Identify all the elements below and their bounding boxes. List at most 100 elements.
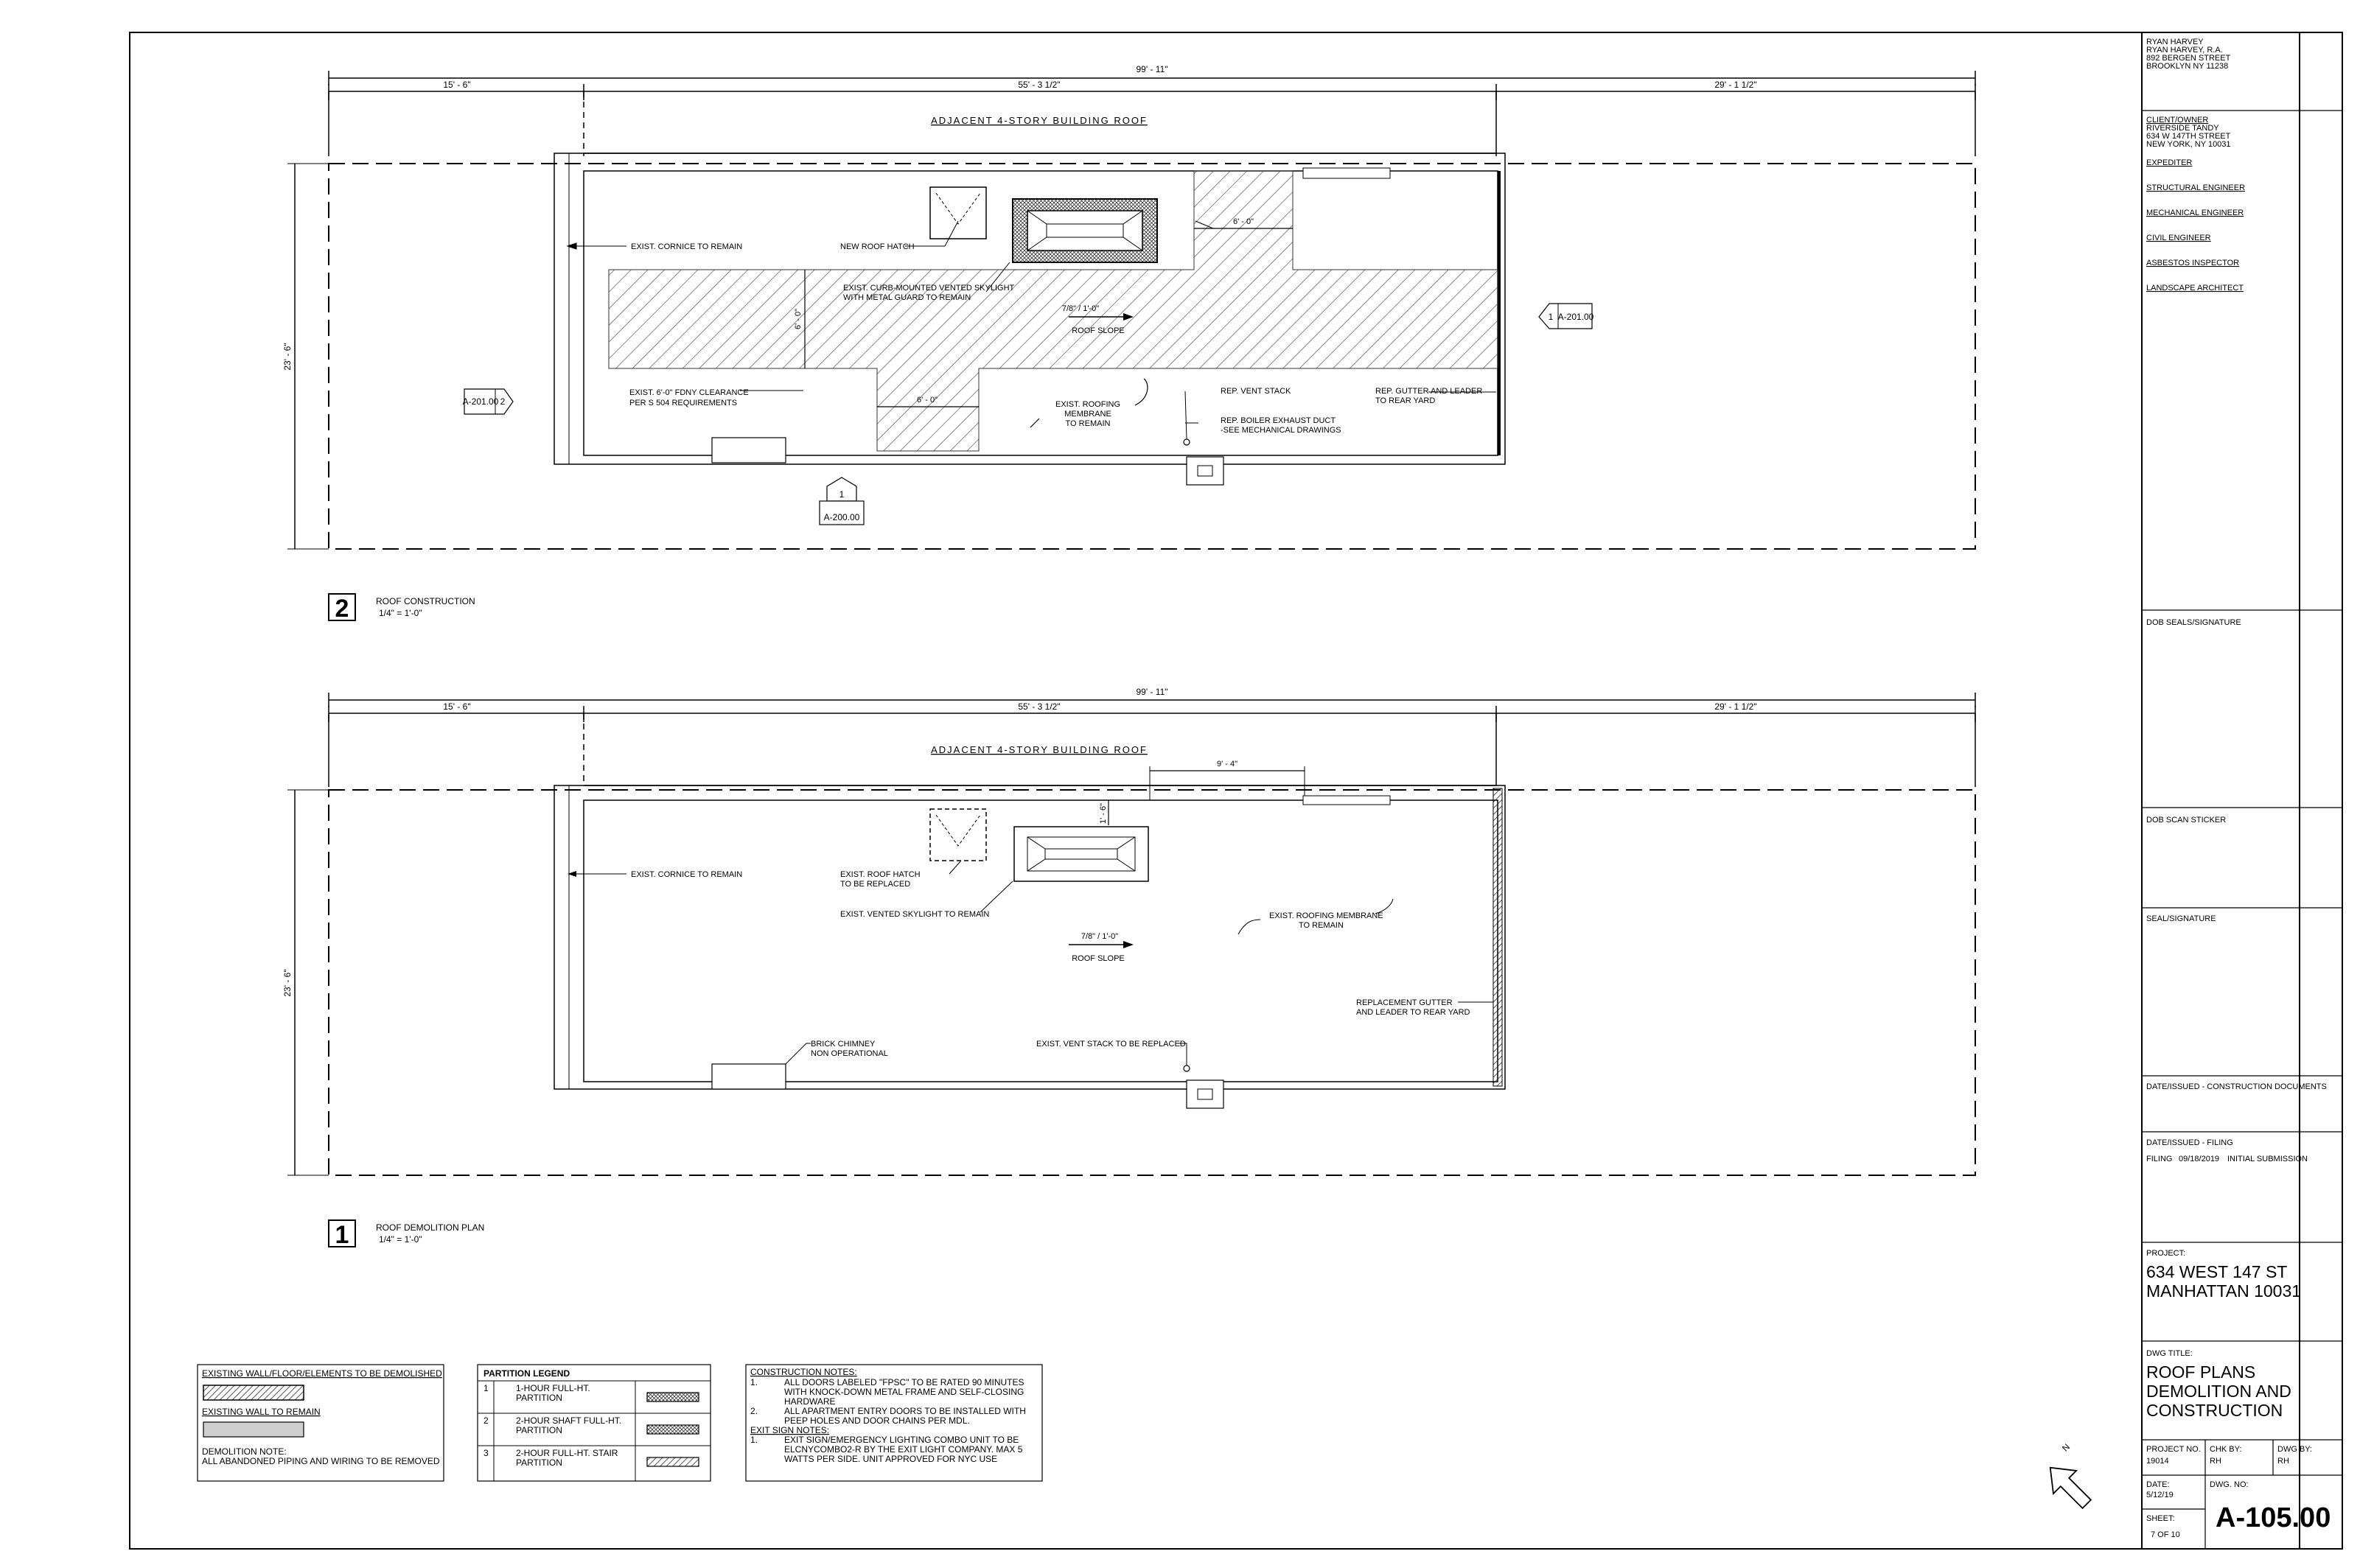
svg-text:WATTS PER SIDE. UNIT APPROVED: WATTS PER SIDE. UNIT APPROVED FOR NYC US… [784, 1454, 997, 1464]
svg-text:ELCNYCOMBO2-R BY THE EXIT LIGH: ELCNYCOMBO2-R BY THE EXIT LIGHT COMPANY.… [784, 1444, 1023, 1455]
dimension-9ft-4in: 9' - 4" [1217, 760, 1237, 769]
dimension-6ft-a: 6' - 0" [1233, 217, 1254, 226]
roof-construction-plan: 99' - 11" 15' - 6" 55' - 3 1/2" 29' - 1 … [282, 64, 1976, 623]
project-no: 19014 [2146, 1457, 2169, 1466]
construction-notes: CONSTRUCTION NOTES: 1. ALL DOORS LABELED… [745, 1364, 1043, 1482]
note-hatch-1: EXIST. ROOF HATCH [840, 870, 921, 879]
project-line-1: 634 WEST 147 ST [2146, 1262, 2287, 1281]
note-membrane-1: EXIST. ROOFING MEMBRANE [1269, 911, 1383, 920]
dwg-title-label: DWG TITLE: [2146, 1349, 2193, 1358]
consultant-landscape: LANDSCAPE ARCHITECT [2146, 284, 2244, 293]
svg-text:WITH KNOCK-DOWN METAL FRAME AN: WITH KNOCK-DOWN METAL FRAME AND SELF-CLO… [784, 1387, 1024, 1397]
sheet-label: SHEET: [2146, 1514, 2175, 1523]
roof-hatch [929, 186, 987, 239]
dimension-6ft-b: 6' - 0" [794, 309, 803, 329]
chk-label: CHK BY: [2210, 1445, 2241, 1454]
architect-line-2: RYAN HARVEY, R.A. [2146, 46, 2223, 55]
north-label: N [2060, 1442, 2072, 1454]
svg-text:ALL ABANDONED PIPING AND WIRIN: ALL ABANDONED PIPING AND WIRING TO BE RE… [202, 1456, 440, 1466]
filing-type: FILING [2146, 1155, 2172, 1163]
architect-line-3: 892 BERGEN STREET [2146, 54, 2231, 63]
note-membrane-2: TO REMAIN [1299, 921, 1344, 930]
client-line-2: 634 W 147TH STREET [2146, 132, 2231, 141]
section-marker-bottom: 1 A-200.00 [819, 477, 865, 525]
note-chimney-1: BRICK CHIMNEY [811, 1040, 876, 1049]
note-vent-stack: REP. VENT STACK [1221, 387, 1291, 396]
note-gutter-1: REPLACEMENT GUTTER [1356, 998, 1453, 1007]
note-cornice: EXIST. CORNICE TO REMAIN [631, 870, 742, 879]
svg-text:EXIT SIGN/EMERGENCY LIGHTING C: EXIT SIGN/EMERGENCY LIGHTING COMBO UNIT … [784, 1435, 1019, 1445]
svg-text:2-HOUR FULL-HT. STAIR: 2-HOUR FULL-HT. STAIR [516, 1448, 618, 1458]
dimension-middle: 55' - 3 1/2" [1018, 701, 1060, 712]
consultant-structural: STRUCTURAL ENGINEER [2146, 183, 2245, 192]
architect-line-1: RYAN HARVEY [2146, 38, 2204, 46]
drawing-number-1: 1 [335, 1221, 349, 1249]
consultant-expediter: EXPEDITER [2146, 158, 2192, 167]
drawing-title-2: ROOF CONSTRUCTION [376, 596, 475, 606]
slope-value: 7/8" / 1'-0" [1081, 932, 1118, 941]
note-skylight: EXIST. VENTED SKYLIGHT TO REMAIN [840, 910, 989, 919]
dimension-6ft-c: 6' - 0" [917, 396, 938, 405]
consultant-civil: CIVIL ENGINEER [2146, 234, 2211, 242]
svg-text:A-200.00: A-200.00 [824, 512, 860, 522]
svg-text:PARTITION: PARTITION [516, 1457, 562, 1468]
sheet-border [129, 32, 2300, 1550]
overall-dimension: 99' - 11" [1136, 687, 1167, 697]
filing-description: INITIAL SUBMISSION [2227, 1155, 2308, 1163]
architect-line-4: BROOKLYN NY 11238 [2146, 62, 2228, 71]
consultant-mechanical: MECHANICAL ENGINEER [2146, 209, 2244, 217]
demolition-legend: EXISTING WALL/FLOOR/ELEMENTS TO BE DEMOL… [197, 1364, 444, 1482]
note-membrane-3: TO REMAIN [1066, 419, 1111, 428]
note-boiler-2: -SEE MECHANICAL DRAWINGS [1221, 426, 1341, 435]
dimension-left: 15' - 6" [443, 80, 470, 90]
chk-value: RH [2210, 1457, 2221, 1466]
side-dimension: 23' - 6" [282, 969, 293, 996]
project-label: PROJECT: [2146, 1249, 2185, 1258]
svg-text:1: 1 [1549, 312, 1554, 322]
dwg-title-line-3: CONSTRUCTION [2146, 1401, 2283, 1420]
project-no-label: PROJECT NO. [2146, 1445, 2201, 1454]
svg-text:A-201.00: A-201.00 [463, 396, 499, 407]
dimension-middle: 55' - 3 1/2" [1018, 80, 1060, 90]
svg-text:HARDWARE: HARDWARE [784, 1396, 836, 1407]
fdny-clearance-zone [608, 170, 1498, 452]
dimension-right: 29' - 1 1/2" [1714, 80, 1756, 90]
date-value: 5/12/19 [2146, 1491, 2174, 1499]
drawing-scale-1: 1/4" = 1'-0" [379, 1234, 422, 1245]
svg-text:PARTITION: PARTITION [516, 1393, 562, 1403]
roof-demolition-plan: 99' - 11" 15' - 6" 55' - 3 1/2" 29' - 1 … [282, 687, 1976, 1249]
svg-text:1-HOUR FULL-HT.: 1-HOUR FULL-HT. [516, 1383, 590, 1393]
svg-text:2: 2 [500, 396, 506, 407]
note-membrane-2: MEMBRANE [1064, 410, 1111, 419]
note-gutter-2: AND LEADER TO REAR YARD [1356, 1008, 1470, 1017]
dwg-title-line-2: DEMOLITION AND [2146, 1382, 2291, 1401]
svg-text:1: 1 [483, 1383, 489, 1393]
svg-text:1.: 1. [750, 1377, 758, 1387]
slope-label: ROOF SLOPE [1072, 326, 1125, 335]
dwg-by-label: DWG BY: [2277, 1445, 2312, 1454]
note-new-hatch: NEW ROOF HATCH [840, 242, 915, 251]
svg-text:PEEP HOLES AND DOOR CHAINS PER: PEEP HOLES AND DOOR CHAINS PER MDL. [784, 1415, 970, 1426]
slope-label: ROOF SLOPE [1072, 954, 1125, 963]
seal-label: SEAL/SIGNATURE [2146, 914, 2216, 923]
dwg-title-line-1: ROOF PLANS [2146, 1362, 2255, 1382]
note-gutter-2: TO REAR YARD [1375, 396, 1435, 405]
client-line-3: NEW YORK, NY 10031 [2146, 140, 2231, 149]
svg-text:EXISTING WALL/FLOOR/ELEMENTS T: EXISTING WALL/FLOOR/ELEMENTS TO BE DEMOL… [202, 1368, 442, 1379]
note-hatch-2: TO BE REPLACED [840, 880, 910, 889]
dwg-no: A-105.00 [2216, 1502, 2331, 1533]
dimension-left: 15' - 6" [443, 701, 470, 712]
dob-scan-label: DOB SCAN STICKER [2146, 816, 2226, 825]
svg-text:ALL DOORS LABELED "FPSC" TO BE: ALL DOORS LABELED "FPSC" TO BE RATED 90 … [784, 1377, 1024, 1387]
issued-cd-label: DATE/ISSUED - CONSTRUCTION DOCUMENTS [2146, 1082, 2327, 1091]
title-block: RYAN HARVEY RYAN HARVEY, R.A. 892 BERGEN… [2141, 32, 2343, 1550]
svg-text:2.: 2. [750, 1406, 758, 1416]
svg-text:EXIT SIGN NOTES:: EXIT SIGN NOTES: [750, 1425, 829, 1435]
svg-text:PARTITION: PARTITION [516, 1425, 562, 1435]
dwg-no-label: DWG. NO: [2210, 1480, 2249, 1489]
dimension-strings [328, 71, 1976, 156]
client-line-1: RIVERSIDE TANDY [2146, 124, 2219, 133]
svg-text:3: 3 [483, 1448, 489, 1458]
dwg-by-value: RH [2277, 1457, 2289, 1466]
